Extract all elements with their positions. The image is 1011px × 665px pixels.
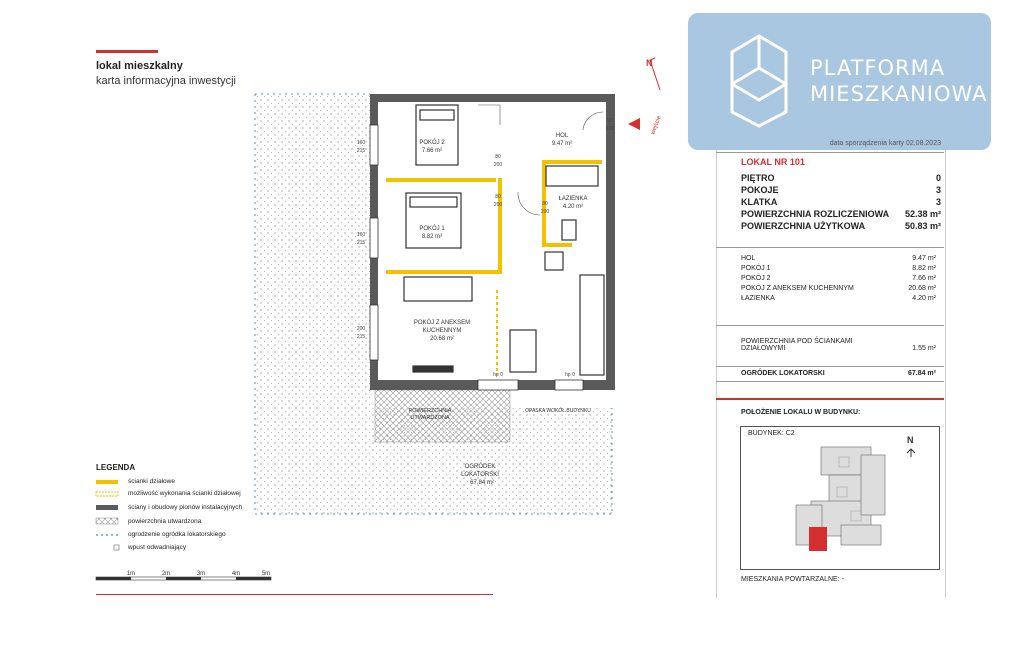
building-map-drawing: N: [795, 435, 916, 551]
svg-text:80: 80: [542, 201, 548, 207]
panel-accent-rule: [716, 398, 944, 400]
svg-text:1m: 1m: [127, 571, 135, 577]
footer-rule: [96, 594, 493, 595]
garden-area-label: 67.84 m²: [470, 480, 494, 486]
room-salon-name-2: KUCHENNYM: [423, 328, 462, 334]
floor-plan: POKÓJ 2 7.66 m² POKÓJ 1 8.82 m² HOL 9.47…: [95, 57, 663, 581]
paved-label-1: POWIERZCHNIA: [409, 408, 452, 414]
paved-label-2: UTWARDZONA: [410, 415, 450, 421]
paved-area: [374, 389, 511, 443]
svg-text:2m: 2m: [162, 571, 170, 577]
legend-item: powierzchnia utwardzona: [128, 518, 202, 525]
svg-text:3m: 3m: [197, 571, 205, 577]
svg-text:200: 200: [494, 202, 503, 208]
plan-north-label: N: [646, 58, 653, 68]
document-subtitle: karta informacyjna inwestycji: [96, 75, 236, 87]
document-title: lokal mieszkalny: [96, 60, 183, 72]
lokal-number: LOKAL NR 101: [741, 157, 805, 167]
svg-text:215: 215: [357, 240, 366, 246]
garden-area: [255, 94, 612, 514]
doors: [478, 104, 604, 216]
under-walls-label: POWIERZCHNIA POD ŚCIANKAMI DZIAŁOWYMI: [741, 338, 853, 352]
info-panel: [716, 131, 946, 598]
map-north-label: N: [907, 435, 914, 445]
logo-icon: [730, 34, 788, 128]
room-pokoj1-name: POKÓJ 1: [419, 225, 445, 232]
legend-title: LEGENDA: [96, 463, 136, 472]
svg-text:200: 200: [494, 162, 503, 168]
scale-bar: [95, 576, 272, 581]
room-hol-name: HOL: [556, 133, 569, 139]
svg-text:200: 200: [606, 126, 615, 132]
room-salon-name-1: POKÓJ Z ANEKSEM: [414, 319, 470, 326]
svg-text:hp 0: hp 0: [493, 372, 503, 378]
legend-item: wpust odwadniający: [128, 544, 187, 551]
svg-text:4m: 4m: [232, 571, 240, 577]
header-accent-bar: [96, 50, 158, 53]
svg-text:215: 215: [357, 148, 366, 154]
garden-label-2: LOKATORSKI: [461, 472, 499, 478]
room-pokoj2-area: 7.66 m²: [422, 148, 442, 154]
position-title: POŁOŻENIE LOKALU W BUDYNKU:: [741, 409, 861, 416]
room-lazienka-name: ŁAZIENKA: [558, 196, 587, 202]
legend-item: ścianki działowe: [128, 478, 175, 485]
card-date: data sporządzenia karty 02.08.2023: [829, 140, 941, 147]
room-lazienka-area: 4.20 m²: [563, 204, 583, 210]
building-label: BUDYNEK: C2: [748, 430, 795, 437]
svg-text:160: 160: [357, 232, 366, 238]
svg-text:160: 160: [357, 140, 366, 146]
room-pokoj1-area: 8.82 m²: [422, 234, 442, 240]
windows: [369, 124, 584, 391]
garden-fence: [254, 93, 613, 515]
fence-band-label: OPASKA WOKÓŁ BUDYNKU: [525, 407, 591, 414]
partitions: [386, 160, 602, 274]
under-walls-value: 1.55 m²: [912, 345, 936, 352]
legend-item: ściany i obudowy pionów instalacyjnych: [128, 504, 243, 511]
svg-text:80: 80: [495, 154, 501, 160]
entry-marker-icon: [628, 118, 640, 130]
svg-text:5m: 5m: [262, 571, 270, 577]
svg-text:215: 215: [357, 334, 366, 340]
svg-text:90: 90: [607, 118, 613, 124]
svg-text:hp 0: hp 0: [565, 372, 575, 378]
furniture: [403, 104, 605, 376]
svg-text:200: 200: [541, 209, 550, 215]
apartment-highlight: [809, 527, 827, 551]
legend-item: ogrodzenie ogródka lokatorskiego: [128, 531, 226, 538]
plan-north-arrow: [649, 57, 661, 91]
entry-label: wejście: [650, 115, 663, 137]
logo-text: PLATFORMA MIESZKANIOWA: [810, 56, 988, 106]
room-hol-area: 9.47 m²: [552, 141, 572, 147]
svg-text:200: 200: [357, 326, 366, 332]
room-pokoj2-name: POKÓJ 2: [419, 139, 445, 146]
room-salon-area: 20.68 m²: [430, 336, 454, 342]
svg-text:80: 80: [495, 194, 501, 200]
legend-item: możliwość wykonania ścianki działowej: [128, 490, 241, 497]
building-map: [740, 426, 940, 570]
garden-label-1: OGRÓDEK: [465, 463, 496, 470]
repeat-label: MIESZKANIA POWTARZALNE: -: [741, 576, 844, 583]
